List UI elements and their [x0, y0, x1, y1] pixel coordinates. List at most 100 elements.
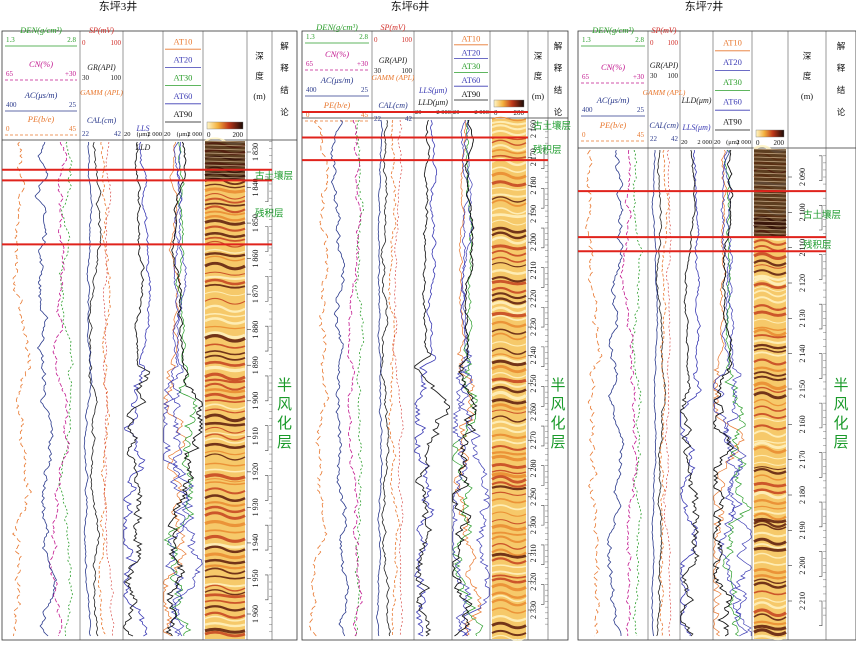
depth-bracket [541, 425, 545, 447]
depth-tick-label: 1 830 [251, 143, 260, 161]
image-log-stripe [753, 339, 787, 345]
image-log-stripe [491, 497, 527, 504]
panel-frame [301, 30, 569, 641]
depth-bracket [541, 346, 545, 367]
depth-tick-label: 1 910 [251, 427, 260, 445]
layer-label: 古土壤层 [255, 170, 293, 182]
layer-label-char: 化 [277, 415, 292, 432]
image-log-stripe [204, 473, 246, 481]
image-scale-max: 200 [233, 131, 244, 139]
depth-tick-label: 2 150 [798, 380, 807, 398]
depth-bracket [819, 600, 823, 627]
layer-label-char: 化 [550, 415, 565, 432]
image-log-stripe [204, 271, 246, 276]
sp-min: 0 [650, 39, 654, 47]
image-log-stripe [491, 341, 527, 347]
image-log-stripe [491, 481, 527, 488]
image-log-stripe [491, 297, 527, 305]
image-log-stripe [491, 519, 527, 525]
image-log-stripe [204, 408, 246, 414]
image-log-stripe [204, 575, 246, 580]
image-log-stripe [491, 426, 527, 434]
image-log-stripe [753, 505, 787, 510]
gamm-label: GAMM (APL) [643, 88, 686, 97]
image-log-stripe [204, 421, 246, 427]
layer-label-char: 层 [550, 435, 565, 451]
at-min: 20 [714, 139, 721, 146]
pe-min: 0 [306, 111, 310, 119]
lld-curve [123, 141, 151, 637]
cn-label: CN(%) [601, 62, 625, 72]
image-log-stripe [753, 445, 787, 454]
depth-header-char: 深 [803, 51, 812, 61]
at-label-at20: AT20 [462, 47, 481, 57]
image-log-stripe [204, 399, 246, 403]
cn-min: 65 [582, 73, 590, 81]
depth-bracket [265, 176, 269, 203]
depth-bracket [819, 402, 823, 429]
depth-bracket [265, 375, 269, 402]
image-log-stripe [753, 334, 787, 339]
res-max: 2 000 [147, 131, 162, 138]
image-log-stripe [753, 546, 787, 552]
depth-bracket [541, 188, 545, 209]
image-log-stripe [491, 535, 527, 544]
depth-tick-label: 1 890 [251, 356, 260, 374]
image-log-stripe [204, 382, 246, 391]
image-log-stripe [753, 304, 787, 311]
cn-min: 65 [306, 60, 314, 68]
layer-label-char: 风 [277, 396, 292, 413]
image-log-stripe [204, 487, 246, 495]
at-label-at10: AT10 [723, 37, 742, 47]
image-log-stripe [491, 629, 527, 637]
image-log-stripe [753, 517, 787, 524]
image-log-stripe [204, 599, 246, 604]
image-log-stripe [204, 413, 246, 423]
depth-tick-label: 2 200 [798, 557, 807, 575]
image-log-stripe [753, 371, 787, 377]
image-log-stripe [753, 424, 787, 431]
gr-max: 100 [402, 67, 413, 75]
image-log-stripe [204, 593, 246, 599]
gamm-curve [387, 119, 401, 637]
gr-label: GR(API) [87, 63, 116, 72]
image-log-stripe [491, 420, 527, 427]
cal-label: CAL(cm) [649, 121, 679, 130]
image-log-stripe [753, 574, 787, 580]
ac-max: 25 [361, 86, 369, 94]
image-log-bright-stripe [753, 204, 787, 207]
image-log-stripe [491, 353, 527, 359]
image-log-stripe [204, 248, 246, 254]
image-log-stripe [204, 621, 246, 628]
image-log-stripe [491, 491, 527, 496]
image-log-stripe [491, 634, 527, 641]
image-log-stripe [491, 244, 527, 251]
at60-curve [163, 141, 195, 637]
image-log-stripe [491, 139, 527, 146]
image-log-stripe [491, 207, 527, 215]
depth-bracket [819, 303, 823, 330]
image-log-stripe [753, 413, 787, 419]
depth-header-char: (m) [801, 91, 813, 101]
gr-max: 100 [668, 72, 679, 80]
image-log-stripe [491, 475, 527, 484]
lls-label: LLS(μm) [418, 86, 447, 95]
interp-header-char: 解 [554, 41, 563, 51]
image-log-stripe [491, 116, 527, 122]
image-log-stripe [204, 567, 246, 575]
image-log-stripe [753, 269, 787, 276]
image-log-stripe [753, 467, 787, 475]
image-log-bright-stripe [753, 160, 787, 163]
image-log-stripe [491, 570, 527, 575]
image-log-stripe [204, 501, 246, 507]
image-log-stripe [753, 512, 787, 521]
pe-curve [12, 141, 32, 637]
depth-tick-label: 1 860 [251, 250, 260, 268]
depth-tick-label: 2 220 [529, 290, 538, 308]
cal-curve [651, 149, 659, 637]
image-log-stripe [753, 405, 787, 412]
cn-max: +30 [357, 60, 368, 68]
depth-tick-label: 1 900 [251, 392, 260, 410]
depth-bracket [819, 501, 823, 528]
